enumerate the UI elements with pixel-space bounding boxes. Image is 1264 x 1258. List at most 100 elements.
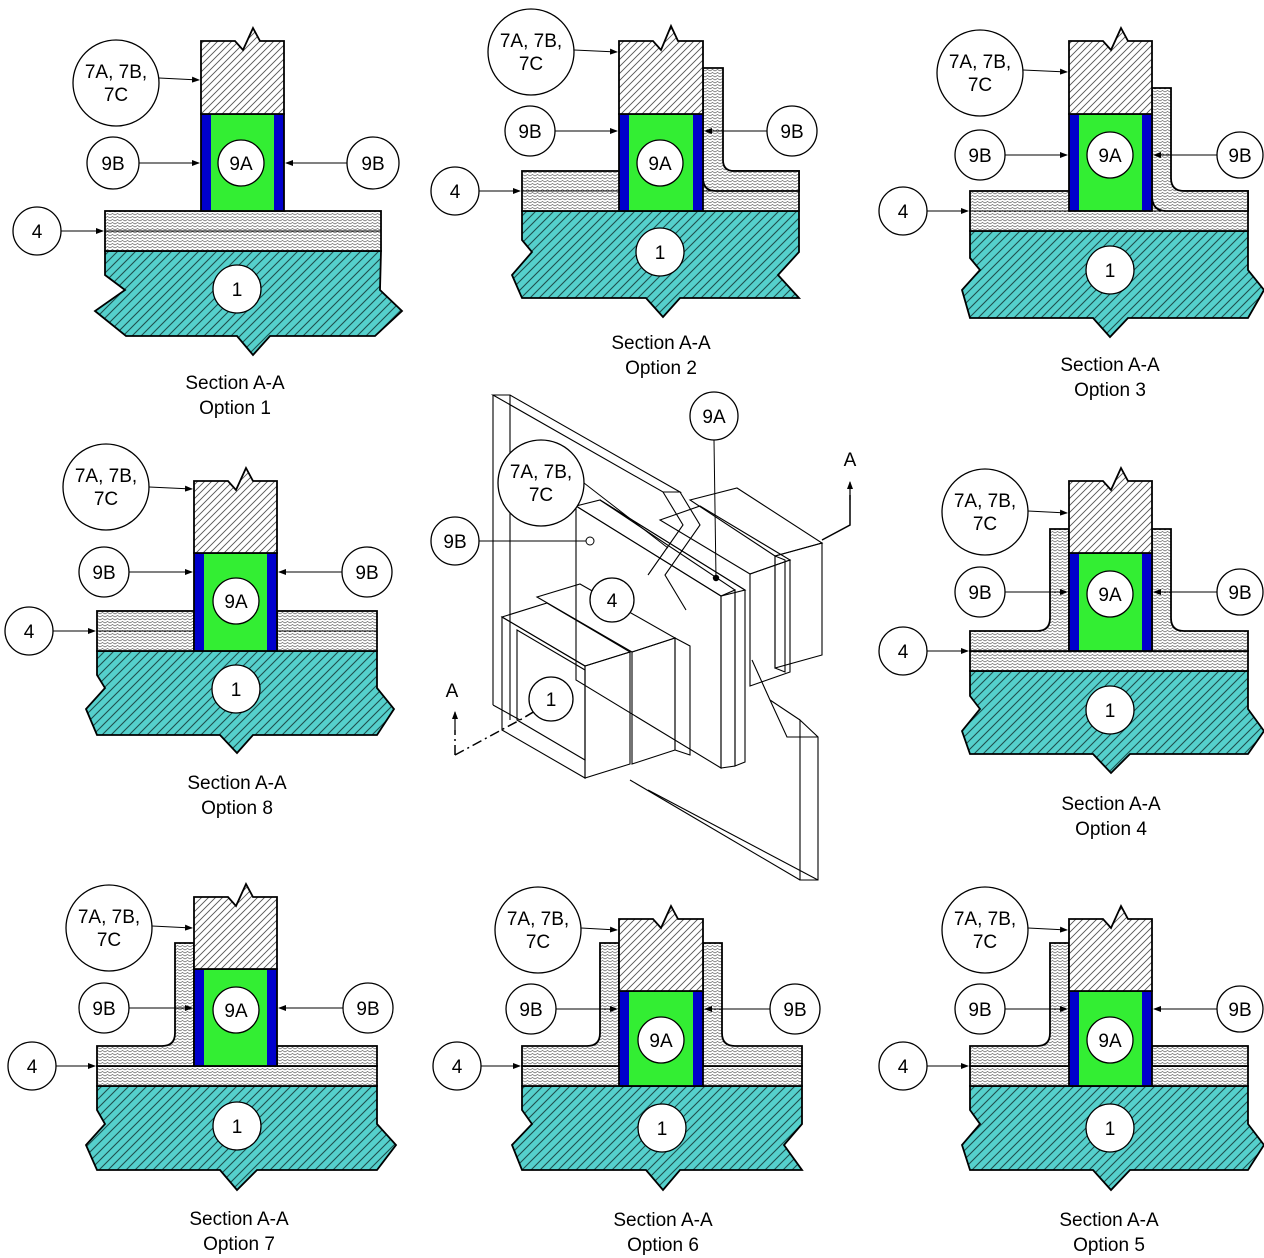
callout-facing-right: 9B [1228,146,1251,167]
callout-core: 9A [224,592,248,613]
callout-sheathing: 4 [27,1057,38,1078]
iso-substrate-front-end [501,616,586,779]
callout-facing-right: 9B [355,563,378,584]
wall-block [200,25,285,115]
callout-wall-line1: 7A, 7B, [85,62,147,83]
callout-core: 9A [1098,585,1122,606]
iso-sheath-front-face [631,637,676,765]
callout-wall-line2: 7C [104,85,128,106]
wall-block [193,465,278,554]
section-marker-a-left: A [446,681,459,702]
iso-substrate-back-top [688,487,824,557]
section-option-2: 7A, 7B, 7C 9B 9A 9B 4 1 Section A-A Opti… [430,8,818,379]
section-option-7: 7A, 7B, 7C 9B 9A 9B 4 1 Section A-A Opti… [7,881,398,1255]
callout-wall-line2: 7C [973,514,997,535]
section-option-8: 7A, 7B, 7C 9B 9A 9B 4 1 Section A-A Opti… [4,443,396,819]
callout-substrate: 1 [1105,261,1116,282]
section-title: Section A-A [1059,1210,1159,1231]
callout-wall-line2: 7C [529,485,553,506]
section-marker-a-right: A [844,450,857,471]
section-title: Section A-A [613,1210,713,1231]
callout-wall-line1: 7A, 7B, [75,466,137,487]
sheathing-wrap-left [96,942,195,1067]
callout-wall-line2: 7C [94,489,118,510]
iso-substrate-front-face [584,651,631,779]
callout-facing-left: 9B [92,563,115,584]
iso-substrate-back-face [774,542,823,669]
facing-left [201,114,211,211]
callout-sheathing: 4 [898,202,909,223]
section-option-4: 7A, 7B, 7C 9B 9A 9B 4 1 Section A-A Opti… [878,465,1264,840]
sheathing-wrap-right [702,942,803,1067]
section-title: Section A-A [611,333,711,354]
facing-right [274,114,284,211]
callout-wall-line2: 7C [97,930,121,951]
wall-block [193,881,278,970]
section-option: Option 6 [627,1235,699,1256]
sheathing-wrap-left [969,528,1070,652]
callout-facing-right: 9B [1228,1000,1251,1021]
callout-facing-right: 9B [780,122,803,143]
callout-wall-line1: 7A, 7B, [949,52,1011,73]
callout-substrate: 1 [232,1117,243,1138]
callout-core: 9A [229,154,253,175]
callout-core: 9A [1098,1031,1122,1052]
iso-substrate-back-side [774,555,786,673]
callout-facing-left: 9B [968,583,991,604]
callout-facing-left: 9B [519,1000,542,1021]
section-option-6: 7A, 7B, 7C 9B 9A 9B 4 1 Section A-A Opti… [432,886,821,1256]
section-option-1: 7A, 7B, 7C 9B 9A 9B 4 1 Section A-A Opti… [12,25,404,419]
wall-block [1068,25,1153,115]
callout-substrate: 1 [546,690,557,711]
section-option: Option 3 [1074,380,1146,401]
iso-sheath-back-side [749,559,791,687]
callout-sheathing: 4 [450,182,461,203]
callout-facing-left: 9B [518,122,541,143]
sheathing-wrap [702,67,800,192]
callout-substrate: 1 [232,280,243,301]
section-title: Section A-A [187,773,287,794]
sheathing-layer [96,1065,378,1087]
callout-wall-line2: 7C [519,54,543,75]
callout-core: 9A [702,407,726,428]
callout-core: 9A [1098,146,1122,167]
section-title: Section A-A [189,1209,289,1230]
callout-sheathing: 4 [898,642,909,663]
callout-facing: 9B [443,532,466,553]
callout-core: 9A [649,1031,673,1052]
callout-wall-line1: 7A, 7B, [78,907,140,928]
callout-sheathing: 4 [24,622,35,643]
section-marker-line-a [454,707,541,756]
callout-facing-left: 9B [968,1000,991,1021]
sheathing-wrap-right [1151,528,1249,652]
wall-block [1068,903,1153,992]
section-option: Option 7 [203,1234,275,1255]
callout-facing-right: 9B [783,1000,806,1021]
wall-block [618,23,704,115]
callout-sheathing: 4 [452,1057,463,1078]
section-title: Section A-A [185,373,285,394]
callout-facing-right: 9B [356,999,379,1020]
callout-facing-right: 9B [361,154,384,175]
section-option: Option 1 [199,398,271,419]
callout-substrate: 1 [1105,1119,1116,1140]
callout-bubble-wall [72,39,160,127]
wall-block [1068,465,1153,554]
section-title: Section A-A [1061,794,1161,815]
callout-core: 9A [648,154,672,175]
callout-facing-left: 9B [101,154,124,175]
callout-substrate: 1 [1105,701,1116,722]
callout-wall-line1: 7A, 7B, [954,909,1016,930]
callout-facing-left: 9B [92,999,115,1020]
callout-wall-line2: 7C [968,75,992,96]
sheathing-layer [969,650,1249,672]
callout-wall-line2: 7C [973,932,997,953]
callout-sheathing: 4 [607,591,618,612]
sheathing-wrap-left [969,942,1070,1067]
callout-wall-line1: 7A, 7B, [507,909,569,930]
section-title: Section A-A [1060,355,1160,376]
sheathing-wrap [1151,87,1249,212]
sheathing-right [276,1045,378,1067]
section-option: Option 8 [201,798,273,819]
